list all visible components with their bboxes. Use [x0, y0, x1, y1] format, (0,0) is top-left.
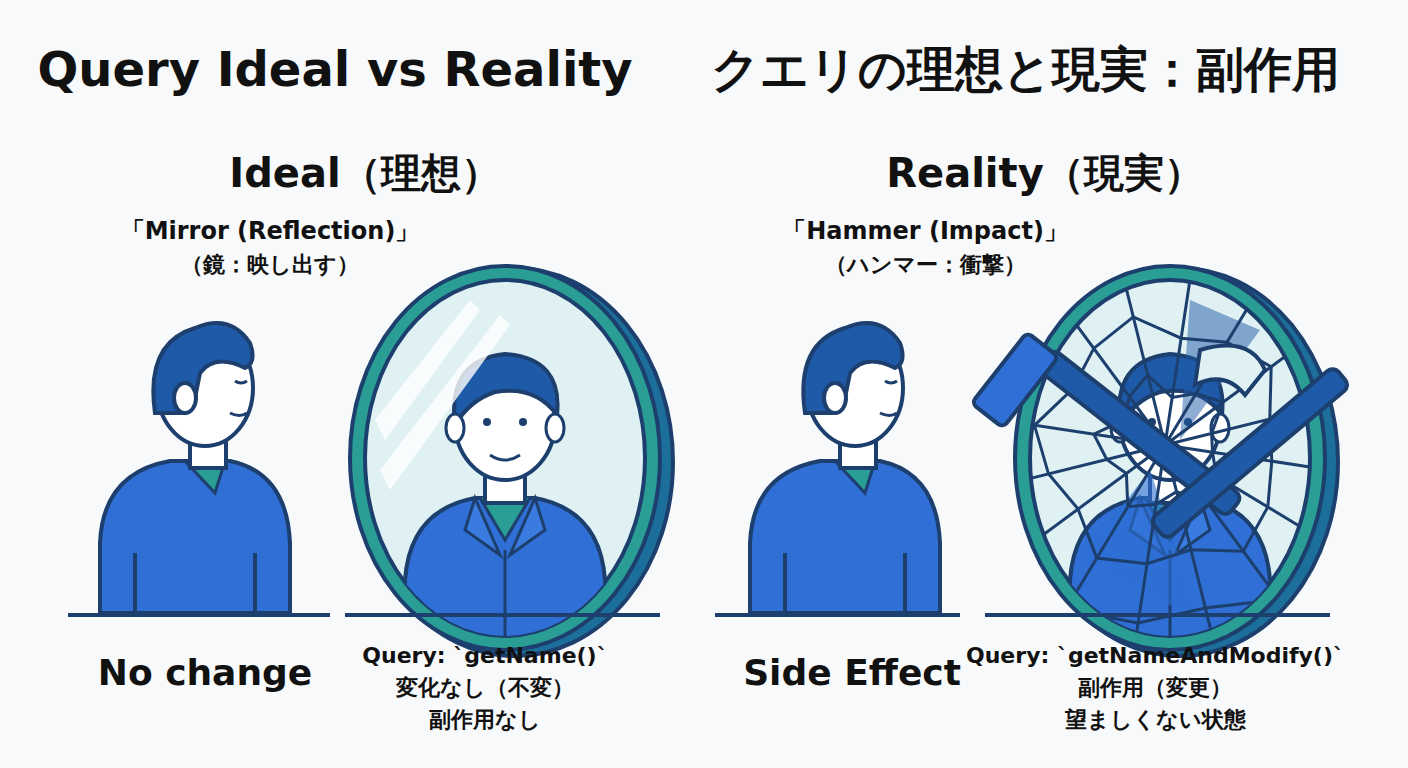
label: （鏡：映し出す） [181, 252, 359, 277]
label: 副作用なし [429, 707, 541, 732]
label: No change [98, 652, 312, 693]
label: Query: `getNameAndModify()` [966, 643, 1344, 668]
label: 「Hammer (Impact)」 [782, 218, 1068, 246]
label: Reality（現実） [886, 150, 1204, 196]
title: Query Ideal vs Reality [37, 42, 632, 97]
label: 副作用（変更） [1078, 675, 1232, 700]
label: クエリの理想と現実：副作用 [711, 42, 1340, 97]
label: 変化なし（不変） [396, 675, 574, 700]
label: 望ましくない状態 [1065, 707, 1246, 732]
label: Ideal（理想） [229, 150, 500, 196]
label: Side Effect [743, 652, 961, 693]
label: 「Mirror (Reflection)」 [121, 218, 420, 246]
label: （ハンマー：衝撃） [825, 252, 1026, 277]
label: Query: `getName()` [362, 643, 607, 668]
